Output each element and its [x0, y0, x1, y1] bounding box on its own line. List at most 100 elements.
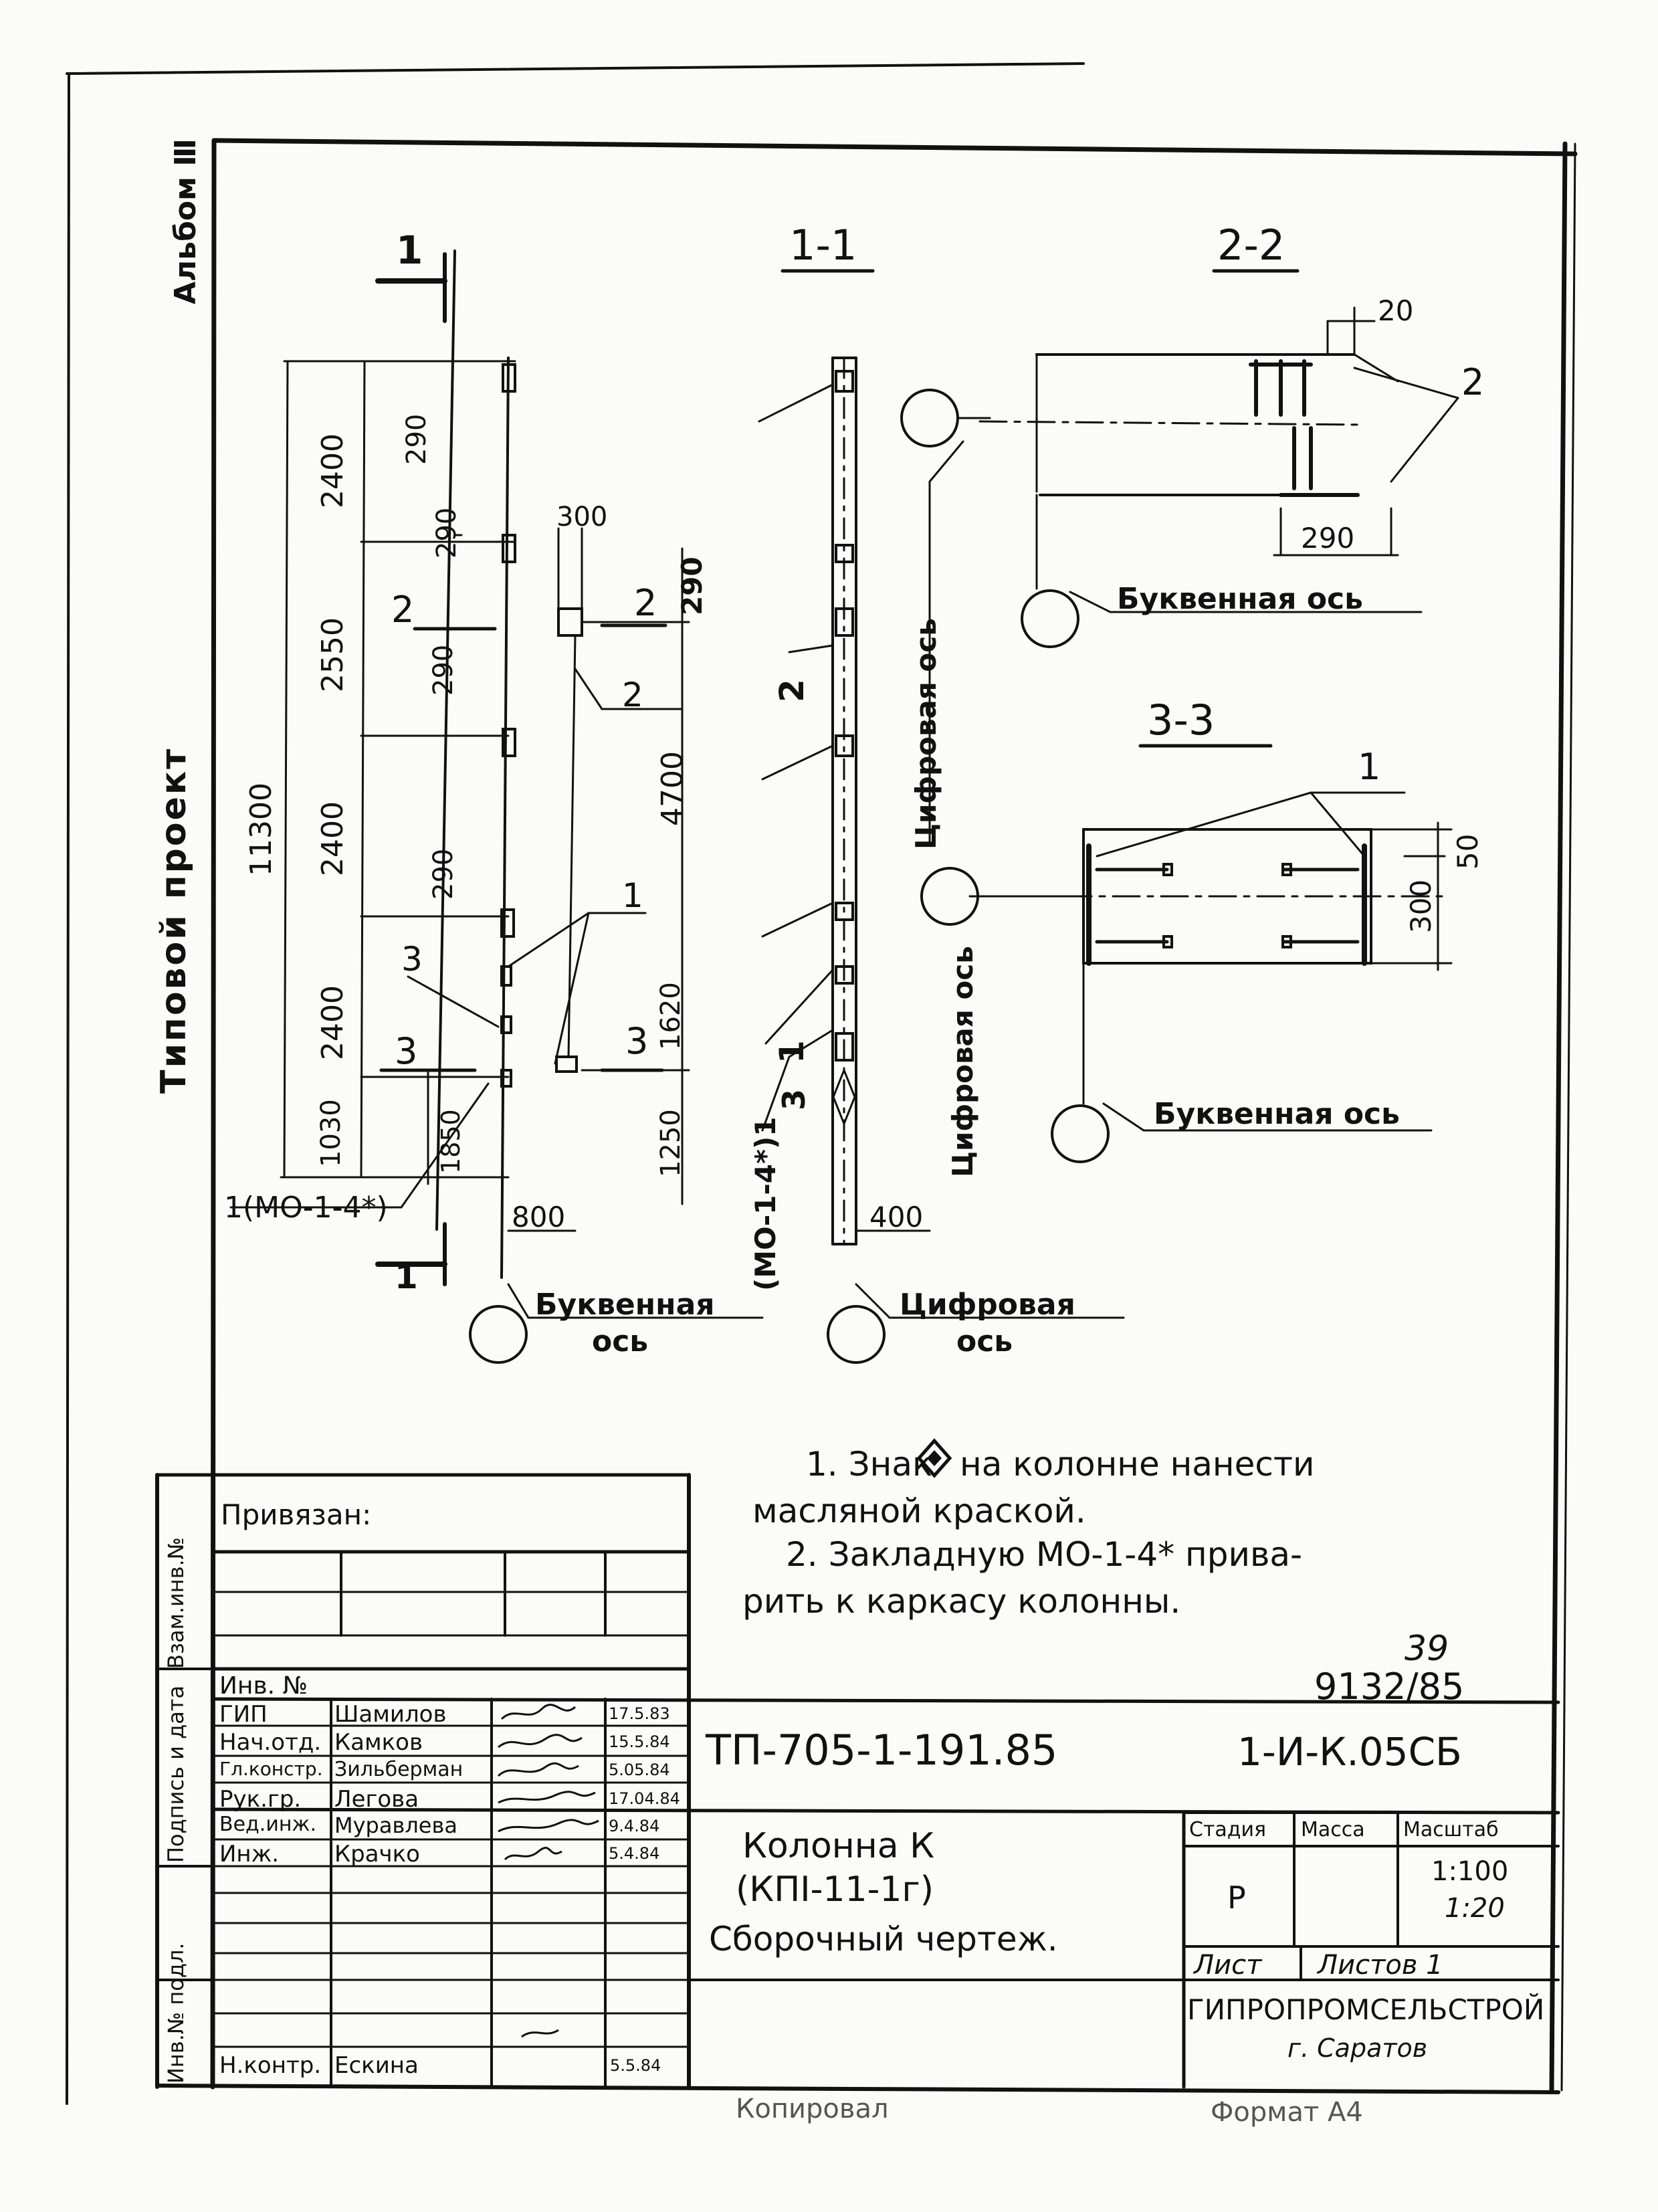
section-mark-3b: 3: [625, 1020, 649, 1062]
section-mark-2a: 2: [391, 589, 415, 631]
axis-lettered-sec2: Буквенная ось: [1117, 582, 1363, 616]
callout-1-elev: 1: [622, 876, 643, 915]
dim-2550: 2550: [316, 617, 350, 692]
name-dept-head: Камков: [334, 1729, 423, 1756]
axis-numeric-top: Цифровая ось: [910, 618, 942, 849]
mass-header: Масса: [1301, 1818, 1365, 1841]
dim-total-height: 11300: [244, 783, 278, 876]
date-lead-eng: 9.4.84: [609, 1817, 660, 1835]
stage-header: Стадия: [1189, 1818, 1267, 1841]
name-norm-control: Ескина: [334, 2052, 419, 2079]
role-group-lead: Рук.гр.: [219, 1786, 302, 1813]
dim-2400-low: 2400: [316, 985, 350, 1060]
inventory-number: 9132/85: [1314, 1666, 1465, 1708]
dim-290-c: 290: [428, 644, 459, 696]
drawing-title-3: Сборочный чертеж.: [709, 1920, 1058, 1958]
scale-header: Масштаб: [1403, 1818, 1499, 1841]
dim-290-sec2: 290: [1301, 522, 1355, 555]
dim-1620: 1620: [655, 982, 686, 1050]
drawing-title-1: Колонна К: [742, 1826, 935, 1866]
date-dept-head: 15.5.84: [609, 1732, 670, 1751]
callout-1-sec1: 1: [772, 1040, 811, 1064]
footer-format: Формат А4: [1211, 2097, 1363, 2128]
embedded-label-sec1: (МО-1-4*)1: [749, 1116, 782, 1291]
org-name: ГИПРОПРОМСЕЛЬСТРОЙ: [1187, 1993, 1545, 2026]
note-1a: 1. Знак: [806, 1445, 933, 1484]
section-3-title: 3-3: [1147, 696, 1215, 744]
note-1b: на колонне нанести: [960, 1445, 1315, 1484]
elevation-marker-top: 1: [396, 227, 423, 273]
role-norm-control: Н.контр.: [219, 2052, 322, 2079]
role-chief-constr: Гл.констр.: [219, 1758, 323, 1780]
dim-1850: 1850: [436, 1109, 465, 1174]
axis-lettered-sec3: Буквенная ось: [1154, 1097, 1400, 1131]
drawing-title-2: (КПI-11-1г): [736, 1870, 934, 1910]
scale-1: 1:100: [1431, 1856, 1509, 1887]
dim-800: 800: [512, 1201, 566, 1233]
album-label: Альбом Ⅲ: [169, 138, 203, 304]
name-lead-eng: Муравлева: [334, 1813, 457, 1838]
dim-4700: 4700: [655, 751, 690, 826]
note-2a: 2. Закладную МО-1-4* прива-: [786, 1535, 1303, 1574]
section-2-title: 2-2: [1217, 221, 1285, 270]
dim-400: 400: [869, 1201, 924, 1233]
callout-1-sec3: 1: [1358, 746, 1381, 788]
name-gip: Шамилов: [334, 1701, 447, 1728]
sheet-label: Лист: [1194, 1950, 1262, 1981]
date-engineer: 5.4.84: [609, 1844, 660, 1863]
note-1c: масляной краской.: [752, 1492, 1086, 1530]
dim-1030: 1030: [316, 1099, 346, 1167]
callout-2-sec2: 2: [1461, 361, 1485, 403]
dim-290-a: 290: [401, 413, 432, 465]
dim-290-d: 290: [428, 848, 459, 900]
doc-code: ТП-705-1-191.85: [706, 1726, 1058, 1775]
side-col-replace-inv: Взам.инв.№: [163, 1537, 189, 1669]
stage-value: Р: [1227, 1880, 1246, 1916]
axis-numeric-sec1-2: ось: [956, 1324, 1013, 1359]
axis-lettered-elev-2: ось: [592, 1324, 649, 1359]
note-2b: рить к каркасу колонны.: [742, 1582, 1181, 1621]
date-gip: 17.5.83: [609, 1704, 670, 1723]
date-norm-control: 5.5.84: [610, 2056, 661, 2075]
role-engineer: Инж.: [219, 1841, 280, 1868]
axis-numeric-sec1-1: Цифровая: [900, 1288, 1075, 1322]
project-type-label: Типовой проект: [154, 746, 194, 1094]
date-group-lead: 17.04.84: [609, 1789, 680, 1808]
dim-290-b: 290: [431, 507, 462, 559]
bound-label: Привязан:: [221, 1498, 372, 1531]
name-engineer: Крачко: [334, 1841, 420, 1868]
elevation-marker-bottom: 1: [395, 1258, 418, 1296]
dim-2400-top: 2400: [316, 433, 350, 508]
sheets-label: Листов 1: [1318, 1950, 1443, 1981]
callout-2-sec1: 2: [772, 679, 811, 702]
section-mark-3a: 3: [395, 1030, 418, 1072]
role-gip: ГИП: [219, 1701, 268, 1728]
dim-300: 300: [556, 502, 608, 532]
dim-20: 20: [1378, 294, 1414, 327]
dim-50: 50: [1451, 833, 1484, 870]
survey-mark-icon: [916, 1438, 952, 1481]
inv-label: Инв. №: [219, 1672, 308, 1700]
role-lead-eng: Вед.инж.: [219, 1813, 316, 1836]
side-col-signature-date: Подпись и дата: [163, 1685, 189, 1863]
org-city: г. Саратов: [1287, 2033, 1428, 2063]
dim-2400-mid: 2400: [316, 801, 350, 876]
embedded-label-elev: 1(МО-1-4*): [224, 1191, 388, 1225]
section-mark-2b: 2: [634, 582, 657, 624]
name-chief-constr: Зильберман: [334, 1758, 463, 1781]
dim-300-sec3: 300: [1405, 879, 1437, 933]
sheet-code: 1-И-К.05СБ: [1237, 1729, 1462, 1775]
role-dept-head: Нач.отд.: [219, 1729, 322, 1756]
page-number: 39: [1405, 1629, 1449, 1669]
footer-copied: Копировал: [736, 2094, 889, 2124]
date-chief-constr: 5.05.84: [609, 1761, 670, 1779]
scale-2: 1:20: [1445, 1893, 1505, 1924]
callout-3-sec1: 3: [776, 1088, 812, 1110]
side-col-orig-inv: Инв.№ подл.: [163, 1942, 189, 2084]
dim-1250: 1250: [655, 1109, 686, 1177]
axis-lettered-elev-1: Буквенная: [535, 1288, 715, 1322]
dim-290-right: 290: [676, 557, 708, 615]
axis-numeric-bottom: Цифровая ось: [946, 946, 979, 1177]
callout-2-elev: 2: [622, 676, 643, 714]
